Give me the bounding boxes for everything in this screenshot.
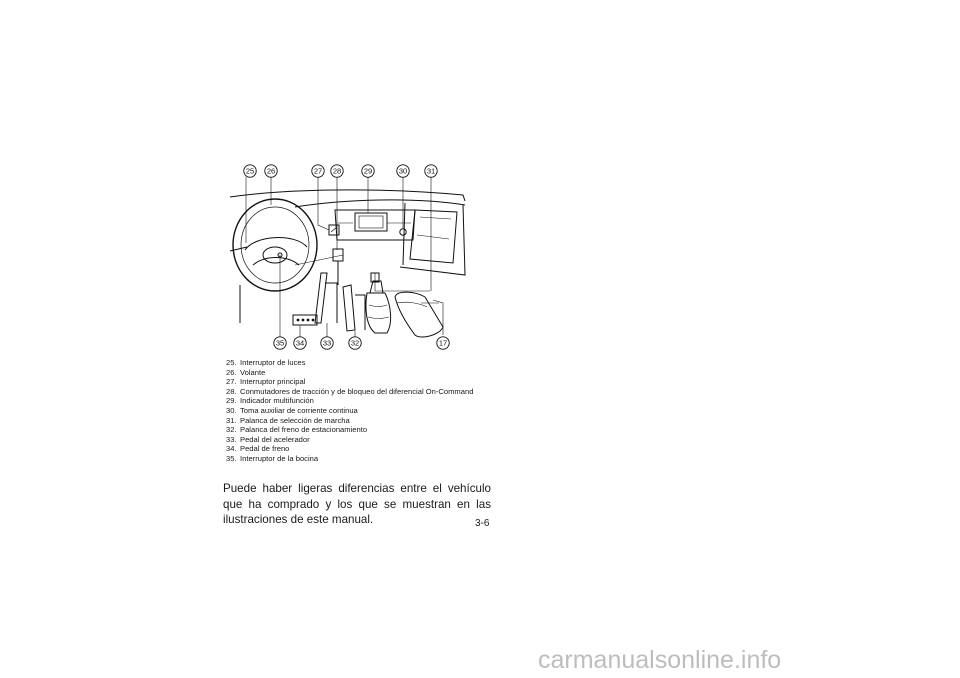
callout-number: 25 (246, 167, 254, 176)
legend-item: 34.Pedal de freno (226, 444, 473, 454)
legend-number: 32. (226, 425, 237, 435)
seat (394, 291, 444, 338)
callout-33: 33 (320, 336, 334, 350)
diff-switch (332, 248, 344, 262)
note-paragraph: Puede haber ligeras diferencias entre el… (223, 482, 491, 527)
legend-item: 27.Interruptor principal (226, 377, 473, 387)
callout-35: 35 (273, 336, 287, 350)
main-switch (328, 224, 340, 236)
callouts: 25 26 27 28 29 30 31 35 34 33 32 17 (243, 164, 450, 350)
legend-number: 27. (226, 377, 237, 387)
callout-number: 29 (364, 167, 372, 176)
legend-number: 34. (226, 444, 237, 454)
legend-item: 32.Palanca del freno de estacionamiento (226, 425, 473, 435)
callout-25: 25 (243, 164, 257, 178)
legend-text: Interruptor de la bocina (240, 453, 319, 463)
accelerator-pedal (314, 272, 328, 324)
legend-number: 30. (226, 405, 237, 415)
legend-text: Palanca del freno de estacionamiento (240, 425, 368, 435)
callout-29: 29 (361, 164, 375, 178)
callout-number: 34 (296, 339, 304, 348)
legend-text: Interruptor principal (240, 377, 306, 387)
legend-item: 30.Toma auxiliar de corriente continua (226, 406, 473, 416)
callout-number: 28 (333, 167, 341, 176)
multifunction-display (354, 212, 388, 232)
legend-number: 26. (226, 367, 237, 377)
legend-number: 25. (226, 358, 237, 367)
callout-number: 17 (439, 339, 447, 348)
steering-wheel (232, 198, 318, 292)
legend-list: 25.Interruptor de luces 26.Volante 27.In… (226, 358, 473, 464)
legend-item: 25.Interruptor de luces (226, 358, 473, 368)
legend-item: 35.Interruptor de la bocina (226, 454, 473, 464)
callout-number: 33 (323, 339, 331, 348)
dashboard-illustration: 25 26 27 28 29 30 31 35 34 33 32 17 (229, 164, 466, 350)
callout-26: 26 (264, 164, 278, 178)
callout-31: 31 (424, 164, 438, 178)
legend-text: Palanca de selección de marcha (240, 415, 350, 425)
callout-number: 32 (351, 339, 359, 348)
watermark-text: carmanualsonline.info (538, 646, 782, 674)
parking-brake-lever (342, 284, 356, 332)
legend-item: 33.Pedal del acelerador (226, 435, 473, 445)
callout-30: 30 (396, 164, 410, 178)
callout-32: 32 (348, 336, 362, 350)
legend-number: 35. (226, 453, 237, 463)
callout-34: 34 (293, 336, 307, 350)
legend-item: 28.Conmutadores de tracción y de bloqueo… (226, 387, 473, 397)
legend-text: Volante (240, 367, 266, 377)
callout-number: 27 (314, 167, 322, 176)
legend-text: Pedal de freno (240, 444, 290, 454)
callout-number: 31 (427, 167, 435, 176)
callout-17: 17 (436, 336, 450, 350)
dashboard-outline (229, 189, 466, 202)
callout-28: 28 (330, 164, 344, 178)
legend-text: Toma auxiliar de corriente continua (240, 405, 358, 415)
callout-27: 27 (311, 164, 325, 178)
legend-number: 31. (226, 415, 237, 425)
instrument-cluster (334, 209, 416, 241)
legend-text: Conmutadores de tracción y de bloqueo de… (240, 386, 474, 396)
brake-pedal (292, 314, 318, 326)
gear-shift-lever (365, 292, 392, 334)
legend-number: 29. (226, 396, 237, 406)
callout-number: 26 (267, 167, 275, 176)
callout-number: 30 (399, 167, 407, 176)
legend-text: Interruptor de luces (240, 358, 306, 367)
legend-item: 26.Volante (226, 368, 473, 378)
legend-item: 31.Palanca de selección de marcha (226, 416, 473, 426)
legend-text: Indicador multifunción (240, 396, 314, 406)
legend-number: 28. (226, 386, 237, 396)
legend-number: 33. (226, 434, 237, 444)
dc-outlet (399, 228, 407, 236)
page-number: 3-6 (475, 518, 490, 529)
legend-item: 29.Indicador multifunción (226, 396, 473, 406)
legend-text: Pedal del acelerador (240, 434, 310, 444)
callout-number: 35 (276, 339, 284, 348)
